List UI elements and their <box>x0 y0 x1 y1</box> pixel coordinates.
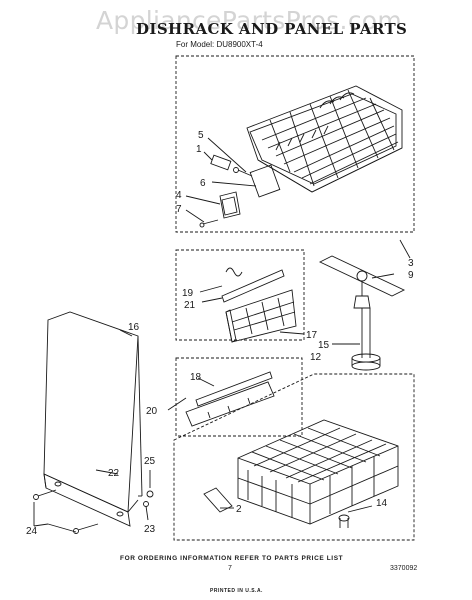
door-panel <box>43 311 143 527</box>
callout-23: 23 <box>144 524 156 535</box>
spray-arm <box>318 255 406 309</box>
upper-rack-group-box <box>175 55 415 233</box>
callout-7: 7 <box>176 204 182 215</box>
printer-imprint: PRINTED IN U.S.A. <box>210 588 263 594</box>
panel-group-box <box>175 249 305 341</box>
document-number: 3370092 <box>390 565 418 572</box>
upper-box-leaders <box>185 137 411 259</box>
rack-adjuster-parts <box>199 154 281 228</box>
lower-rack-group-box <box>173 373 415 541</box>
callout-17: 17 <box>306 330 318 341</box>
rail-group-box <box>175 357 303 437</box>
callout-6: 6 <box>200 178 206 189</box>
callout-20: 20 <box>146 406 158 417</box>
callout-21: 21 <box>184 300 196 311</box>
callout-22: 22 <box>108 468 120 479</box>
callout-18: 18 <box>190 372 202 383</box>
lower-dishrack <box>237 419 399 525</box>
page-number: 7 <box>228 565 232 572</box>
panel-filter <box>199 267 305 343</box>
callout-2: 2 <box>236 504 242 515</box>
callout-labels: 5 1 6 4 7 3 9 19 21 17 15 12 16 18 20 25… <box>26 130 414 537</box>
door-hardware <box>33 469 154 534</box>
callout-12: 12 <box>310 352 322 363</box>
model-label: For Model: DU8900XT-4 <box>176 40 263 49</box>
callout-3: 3 <box>408 258 414 269</box>
callout-16: 16 <box>128 322 140 333</box>
callout-19: 19 <box>182 288 194 299</box>
spray-tube <box>332 308 381 371</box>
watermark: AppliancePartsPros.com <box>96 6 403 35</box>
callout-5: 5 <box>198 130 204 141</box>
rack-wheel-parts <box>203 487 373 528</box>
callout-24: 24 <box>26 526 38 537</box>
page-title: DISHRACK AND PANEL PARTS <box>136 20 408 38</box>
upper-dishrack <box>246 85 403 193</box>
callout-9: 9 <box>408 270 414 281</box>
callout-25: 25 <box>144 456 156 467</box>
ordering-info-footer: FOR ORDERING INFORMATION REFER TO PARTS … <box>120 555 344 562</box>
rail-assembly <box>167 371 275 427</box>
callout-1: 1 <box>196 144 202 155</box>
callout-4: 4 <box>176 190 182 201</box>
callout-14: 14 <box>376 498 388 509</box>
callout-15: 15 <box>318 340 330 351</box>
